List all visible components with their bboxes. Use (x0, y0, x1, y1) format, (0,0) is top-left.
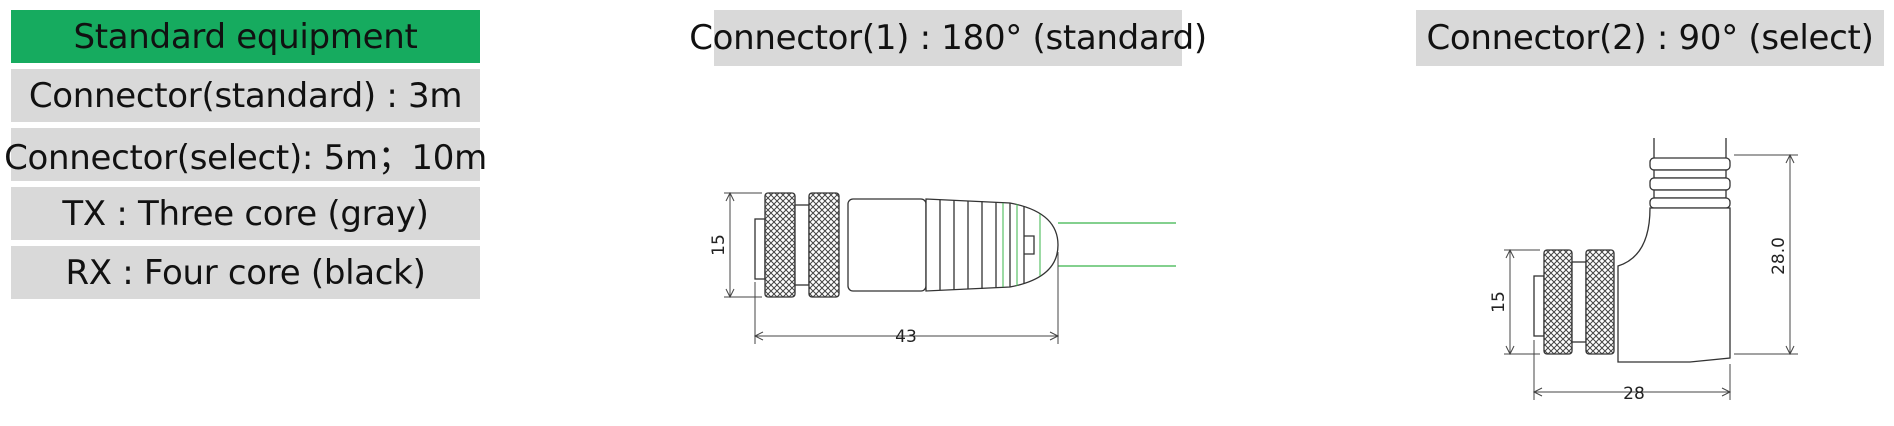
connector2-nose (1533, 275, 1545, 337)
connector2-knurl-nut-front (1543, 249, 1573, 355)
connector1-drawing (724, 191, 1176, 344)
connector2-title: Connector(2) : 90° (select) (1416, 10, 1884, 66)
equipment-item-connector-standard: Connector(standard) : 3m (11, 69, 480, 122)
connector1-dim-length-label: 43 (895, 327, 917, 347)
connector2-dim-total-height-label: 28.0 (1769, 237, 1789, 275)
connector1-green-guides (1002, 203, 1041, 287)
connector2-ribs (1649, 157, 1731, 209)
connector2-dim-depth (1532, 340, 1732, 400)
connector2-knurl-nut-rear (1585, 249, 1615, 355)
standard-equipment-table: Standard equipment Connector(standard) :… (4, 10, 487, 305)
connector1-dim-length (753, 252, 1060, 344)
connector1-nose (754, 218, 766, 280)
connector1-knurl-nut-front (764, 192, 796, 298)
equipment-header: Standard equipment (11, 10, 480, 63)
equipment-item-rx: RX : Four core (black) (11, 246, 480, 299)
connector1-dim-height-label: 15 (709, 234, 729, 256)
connector1-body (847, 198, 927, 292)
connector1-spacer (794, 204, 810, 286)
connector1-grip-rings (939, 200, 1035, 290)
connector2-dim-depth-label: 28 (1623, 384, 1645, 404)
equipment-item-tx: TX : Three core (gray) (11, 187, 480, 240)
connector2-body (1617, 207, 1731, 363)
connector2-dim-height-label: 15 (1489, 291, 1509, 313)
equipment-item-connector-select: Connector(select): 5m；10m (4, 128, 487, 181)
connector2-drawing (1504, 138, 1798, 400)
connector1-cable (1058, 222, 1176, 267)
connector2-dim-total-height (1734, 153, 1798, 356)
connector1-grip (925, 198, 1059, 292)
connector1-knurl-nut-rear (808, 192, 840, 298)
connector1-dim-height (724, 191, 762, 299)
connector1-title: Connector(1) : 180° (standard) (689, 10, 1207, 66)
connector2-spacer (1571, 261, 1587, 343)
connector2-cable (1653, 138, 1727, 158)
